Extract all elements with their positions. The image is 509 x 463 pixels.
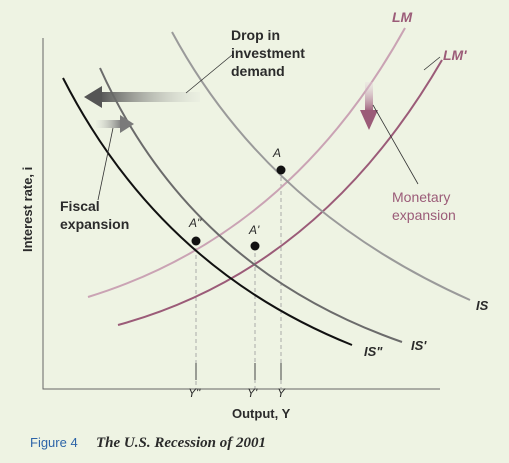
lm-prime-leader-line xyxy=(423,56,441,71)
figure-number: Figure 4 xyxy=(30,435,78,450)
monetary-annotation: Monetary expansion xyxy=(392,189,456,223)
drop-annotation: Drop in investment demand xyxy=(231,27,309,79)
is-label: IS xyxy=(476,298,489,313)
point-a-double-prime-label: A" xyxy=(188,216,202,230)
drop-annotation-line3: demand xyxy=(231,63,285,79)
is-curve xyxy=(171,31,471,301)
axes xyxy=(42,38,440,390)
is-prime-label: IS' xyxy=(411,338,427,353)
is-double-prime-label: IS" xyxy=(364,344,383,359)
is-prime-curve xyxy=(99,67,403,343)
lm-prime-curve xyxy=(117,59,443,326)
monetary-arrow-icon xyxy=(360,82,378,130)
monetary-leader-line xyxy=(372,104,419,185)
drop-arrow-icon xyxy=(84,86,200,108)
point-a-prime-label: A' xyxy=(248,223,260,237)
tick-label-y-double-prime: Y" xyxy=(188,386,201,400)
fiscal-leader-line xyxy=(97,127,114,201)
tick-label-y: Y xyxy=(277,386,286,400)
lm-curve xyxy=(87,27,406,298)
tick-label-y-prime: Y' xyxy=(247,386,258,400)
drop-annotation-line2: investment xyxy=(231,45,305,61)
monetary-annotation-line2: expansion xyxy=(392,207,456,223)
lm-prime-label: LM' xyxy=(443,47,467,63)
figure-title: The U.S. Recession of 2001 xyxy=(96,435,266,451)
lm-label: LM xyxy=(392,9,413,25)
is-double-prime-curve xyxy=(62,77,353,346)
x-axis-label: Output, Y xyxy=(232,406,291,421)
fiscal-annotation: Fiscal expansion xyxy=(60,198,129,232)
fiscal-arrow-icon xyxy=(96,115,134,133)
fiscal-annotation-line2: expansion xyxy=(60,216,129,232)
fiscal-annotation-line1: Fiscal xyxy=(60,198,100,214)
y-axis-label: Interest rate, i xyxy=(20,167,35,252)
monetary-annotation-line1: Monetary xyxy=(392,189,450,205)
point-a-label: A xyxy=(272,146,281,160)
drop-annotation-line1: Drop in xyxy=(231,27,280,43)
point-a-double-prime xyxy=(191,236,201,246)
drop-leader-line xyxy=(185,54,233,94)
point-a-prime xyxy=(250,241,260,251)
point-a xyxy=(276,165,286,175)
